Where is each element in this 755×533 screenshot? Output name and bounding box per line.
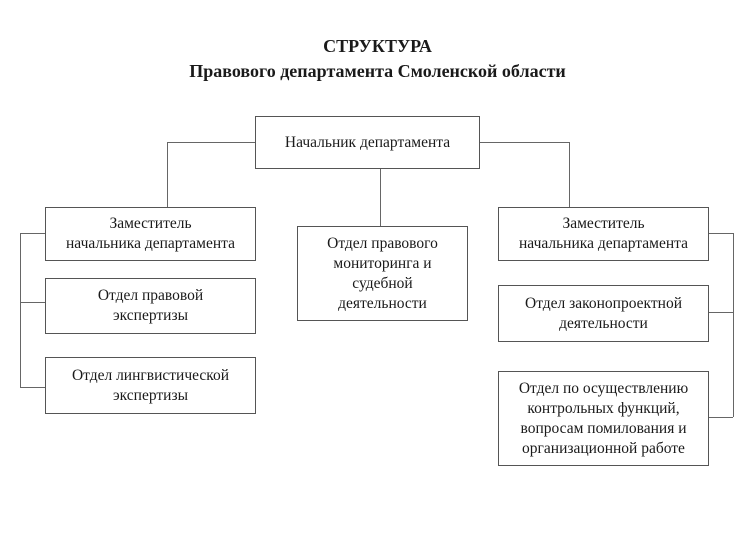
connector [708, 417, 733, 418]
connector [569, 142, 570, 207]
legal-expertise-box: Отдел правовой экспертизы [45, 278, 256, 334]
connector [20, 233, 21, 387]
connector [733, 233, 734, 417]
connector [20, 302, 45, 303]
control-functions-box: Отдел по осуществлению контрольных функц… [498, 371, 709, 466]
connector [20, 233, 45, 234]
linguistic-expertise-box: Отдел лингвистической экспертизы [45, 357, 256, 414]
connector [380, 168, 381, 226]
diagram-subtitle: Правового департамента Смоленской област… [189, 61, 566, 81]
diagram-title: СТРУКТУРА [323, 36, 432, 56]
connector [167, 142, 255, 143]
connector [708, 312, 733, 313]
left-deputy-box: Заместитель начальника департамента [45, 207, 256, 261]
monitoring-judicial-box: Отдел правового мониторинга и судебной д… [297, 226, 468, 321]
right-deputy-box: Заместитель начальника департамента [498, 207, 709, 261]
connector [480, 142, 569, 143]
connector [167, 142, 168, 207]
connector [708, 233, 733, 234]
connector [20, 387, 45, 388]
legislative-drafting-box: Отдел законопроектной деятельности [498, 285, 709, 342]
head-of-department-box: Начальник департамента [255, 116, 480, 169]
